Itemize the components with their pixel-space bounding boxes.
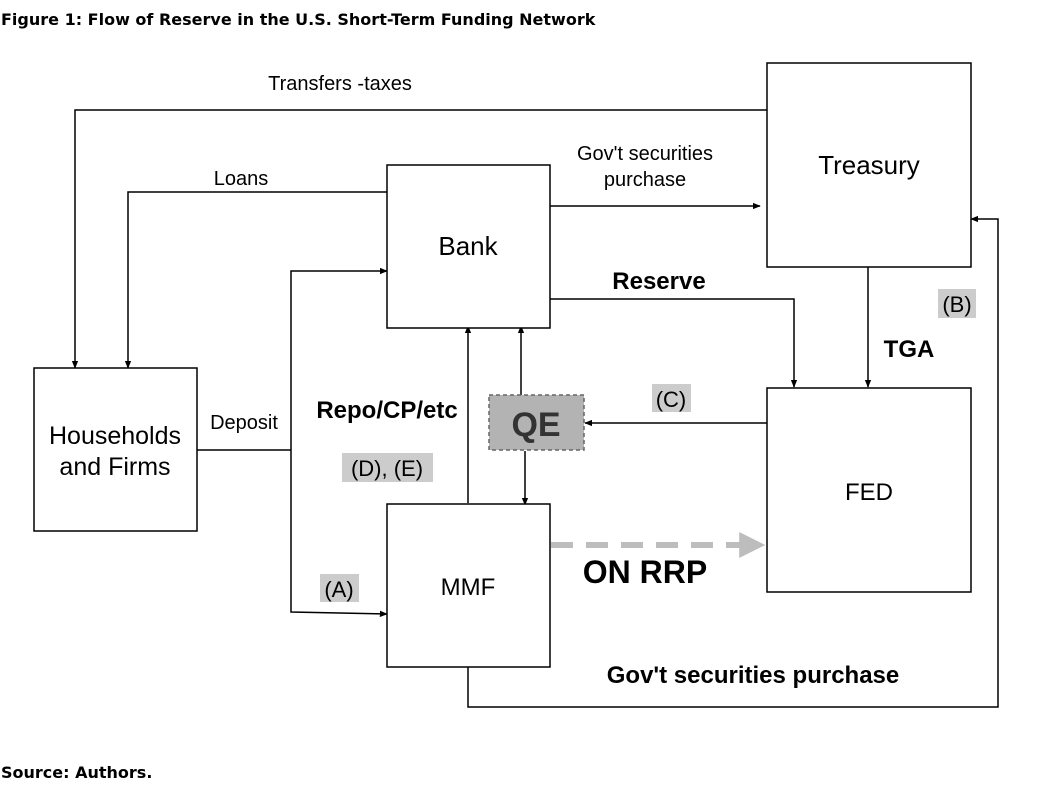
node-mmf-box — [386, 503, 551, 668]
govt-sec-label-line1: Gov't securities — [577, 143, 713, 165]
mmf-govt-sec-label: Gov't securities purchase — [607, 662, 900, 689]
qe-label: QE — [511, 406, 560, 444]
marker-a-bg — [320, 574, 359, 602]
marker-a: (A) — [324, 577, 353, 602]
loans-label: Loans — [214, 168, 269, 190]
tga-label: TGA — [884, 336, 935, 363]
repo-label: Repo/CP/etc — [316, 397, 457, 424]
transfers-label: Transfers -taxes — [268, 73, 412, 95]
treasury-label: Treasury — [818, 150, 920, 180]
marker-c-bg — [652, 384, 691, 412]
households-label-line2: and Firms — [59, 453, 170, 481]
fed-label: FED — [845, 479, 893, 506]
node-fed-box — [766, 387, 972, 593]
figure-title: Figure 1: Flow of Reserve in the U.S. Sh… — [1, 10, 596, 29]
reserve-label: Reserve — [612, 268, 705, 295]
marker-de-bg — [342, 453, 433, 482]
edge-mmf-treasury — [467, 215, 999, 708]
households-label-line1: Households — [49, 422, 181, 450]
govt-sec-label-line2: purchase — [604, 169, 686, 191]
node-qe-box — [488, 394, 585, 451]
node-households-box — [33, 367, 198, 532]
bank-label: Bank — [438, 231, 498, 261]
marker-b: (B) — [942, 292, 971, 317]
mmf-label: MMF — [441, 574, 496, 601]
figure-source: Source: Authors. — [1, 763, 153, 782]
marker-b-bg — [938, 289, 976, 318]
marker-c: (C) — [656, 387, 687, 412]
marker-de: (D), (E) — [351, 456, 423, 481]
on-rrp-label: ON RRP — [583, 554, 707, 590]
edge-loans — [124, 191, 387, 369]
edge-reserve — [550, 298, 798, 388]
edge-transfers — [71, 109, 767, 369]
node-bank-box — [386, 164, 551, 329]
edge-deposit-bank — [290, 267, 388, 450]
node-treasury-box — [766, 62, 972, 268]
edge-deposit-mmf — [290, 450, 388, 618]
deposit-label: Deposit — [210, 412, 278, 434]
